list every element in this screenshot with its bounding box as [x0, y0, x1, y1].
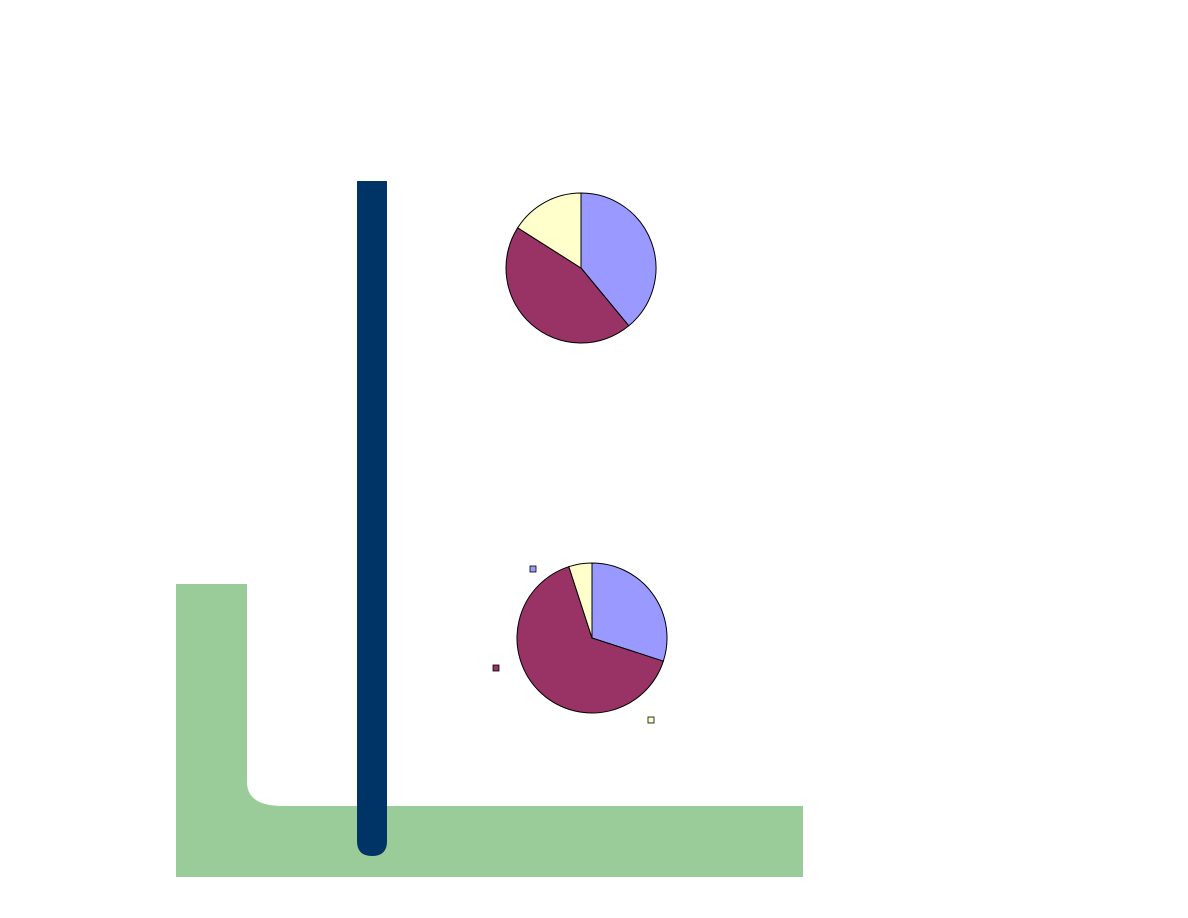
- legend-marker-3: [647, 716, 655, 724]
- pie-slice-1: [591, 562, 668, 662]
- legend-marker-1: [529, 565, 537, 573]
- pie-slice-3: [516, 192, 582, 269]
- pie-slice-2: [505, 227, 630, 344]
- legend-marker-2: [492, 664, 500, 672]
- navy-vertical-bar: [357, 181, 387, 856]
- pie-slice-1: [580, 192, 657, 327]
- green-l-frame: [176, 584, 803, 877]
- pie-slice-3: [568, 562, 593, 639]
- pie-slice-2: [516, 566, 664, 714]
